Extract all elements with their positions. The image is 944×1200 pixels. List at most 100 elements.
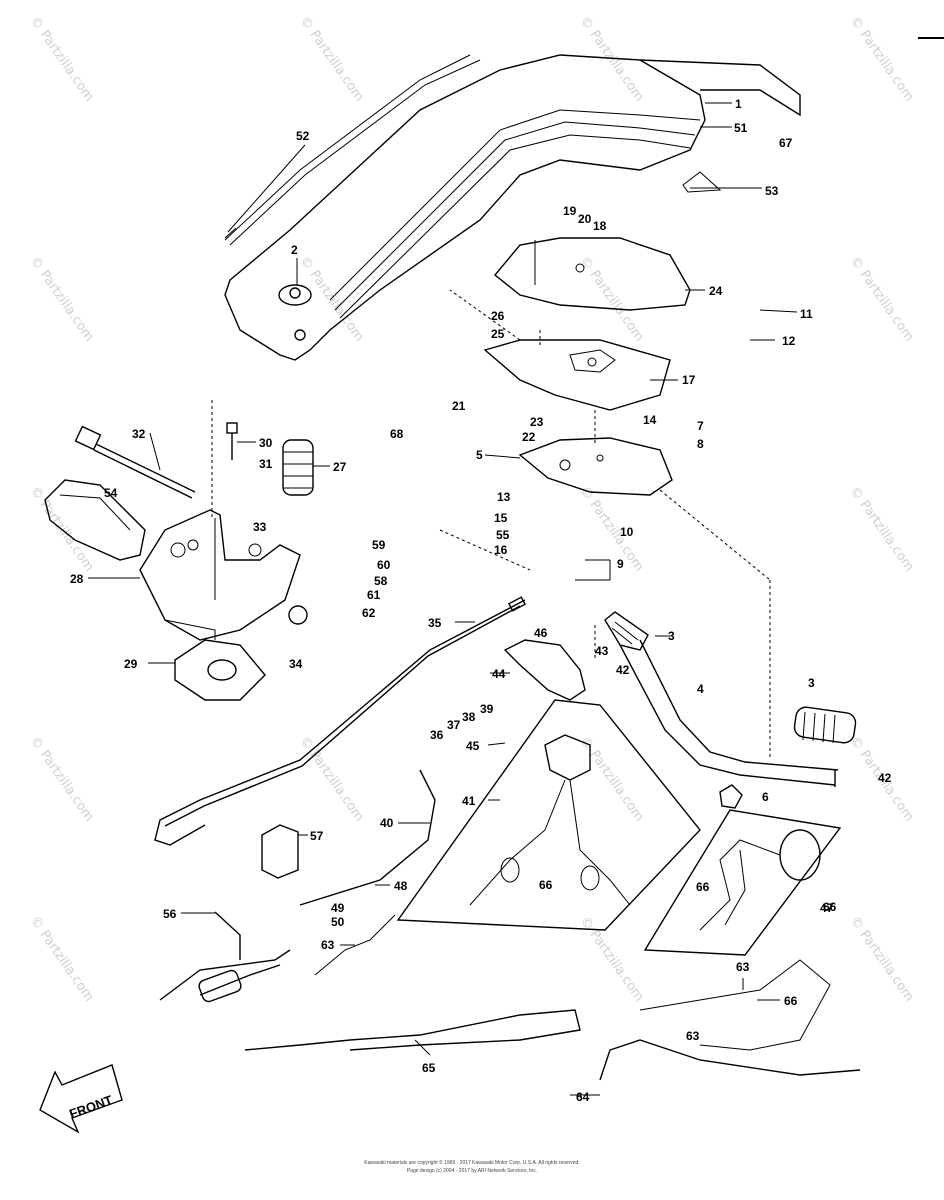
lever-44-drawing	[503, 639, 586, 701]
part-label: 42	[878, 771, 892, 785]
cable-56-drawing	[159, 911, 291, 1003]
part-label: 6	[762, 790, 769, 804]
part-label: 62	[362, 606, 376, 620]
switch-47-frame	[643, 809, 842, 956]
part-label: 17	[682, 373, 696, 387]
part-label: 60	[377, 558, 391, 572]
part-label: 66	[539, 878, 553, 892]
watermark-text: © Partzilla.com	[847, 914, 917, 1005]
watermark-text: © Partzilla.com	[27, 734, 97, 825]
part-label: 43	[595, 644, 609, 658]
watermark-text: © Partzilla.com	[577, 484, 647, 575]
part-number-labels: 1 2 3 3 4 5 6 7 8 9 10 11 12 13 14 15 16…	[70, 97, 892, 1104]
part-label: 54	[104, 486, 118, 500]
part-label: 59	[372, 538, 386, 552]
part-label: 64	[576, 1090, 590, 1104]
part-label: 13	[497, 490, 511, 504]
bellows-27-drawing	[282, 439, 314, 496]
part-label: 53	[765, 184, 779, 198]
watermark-text: © Partzilla.com	[297, 254, 367, 345]
part-label: 16	[494, 543, 508, 557]
part-label: 15	[494, 511, 508, 525]
part-label: 31	[259, 457, 273, 471]
part-label: 3	[808, 676, 815, 690]
watermark-layer: © Partzilla.com © Partzilla.com © Partzill…	[27, 14, 917, 1005]
switch-41-frame	[396, 699, 701, 931]
part-label: 7	[697, 419, 704, 433]
bolt-32-drawing	[74, 425, 196, 499]
part-label: 23	[530, 415, 544, 429]
part-label: 26	[491, 309, 505, 323]
plate-17-drawing	[483, 339, 671, 411]
part-label: 4	[697, 682, 704, 696]
part-label: 25	[491, 327, 505, 341]
part-label: 48	[394, 879, 408, 893]
part-label: 63	[686, 1029, 700, 1043]
watermark-text: © Partzilla.com	[297, 14, 367, 105]
part-label: 1	[735, 97, 742, 111]
harness-66-drawing	[639, 959, 831, 1051]
copyright-line-2: Page design (c) 2004 - 2017 by ARI Netwo…	[406, 1168, 538, 1174]
part-label: 46	[534, 626, 548, 640]
front-arrow-label: FRONT	[67, 1092, 114, 1121]
cable-35-drawing	[154, 596, 527, 846]
part-label: 35	[428, 616, 442, 630]
part-label: 37	[447, 718, 461, 732]
part-label: 30	[259, 436, 273, 450]
part-label: 22	[522, 430, 536, 444]
part-label: 42	[616, 663, 630, 677]
pad-54-drawing	[44, 479, 146, 561]
part-label: 41	[462, 794, 476, 808]
part-label: 66	[823, 900, 837, 914]
part-label: 56	[163, 907, 177, 921]
part-label: 9	[617, 557, 624, 571]
part-label: 34	[289, 657, 303, 671]
part-label: 66	[784, 994, 798, 1008]
watermark-text: © Partzilla.com	[577, 914, 647, 1005]
part-label: 45	[466, 739, 480, 753]
switch-47-drawing	[699, 829, 821, 931]
part-label: 39	[480, 702, 494, 716]
part-label: 52	[296, 129, 310, 143]
watermark-text: © Partzilla.com	[27, 254, 97, 345]
part-label: 10	[620, 525, 634, 539]
watermark-text: © Partzilla.com	[27, 14, 97, 105]
part-label: 11	[800, 307, 813, 321]
cable-40-drawing	[299, 769, 436, 906]
part-label: 49	[331, 901, 345, 915]
watermark-text: © Partzilla.com	[577, 254, 647, 345]
part-label: 44	[492, 667, 506, 681]
cable-65-drawing	[244, 1009, 581, 1051]
part-label: 55	[496, 528, 510, 542]
part-label: 51	[734, 121, 748, 135]
part-label: 27	[333, 460, 347, 474]
part-label: 3	[668, 629, 675, 643]
part-label: 24	[709, 284, 723, 298]
part-label: 47	[820, 901, 834, 915]
part-label: 58	[374, 574, 388, 588]
part-label: 61	[367, 588, 381, 602]
part-label: 32	[132, 427, 146, 441]
clamp-6-drawing	[719, 784, 743, 809]
part-label: 65	[422, 1061, 436, 1075]
watermark-text: © Partzilla.com	[847, 484, 917, 575]
part-label: 50	[331, 915, 345, 929]
pole-cover-drawing	[224, 54, 801, 361]
part-label: 2	[291, 243, 298, 257]
part-label: 66	[696, 880, 710, 894]
part-label: 67	[779, 136, 793, 150]
part-label: 20	[578, 212, 592, 226]
plate-5-drawing	[518, 437, 673, 496]
part-label: 63	[321, 938, 335, 952]
watermark-text: © Partzilla.com	[577, 734, 647, 825]
watermark-text: © Partzilla.com	[27, 914, 97, 1005]
watermark-text: © Partzilla.com	[847, 14, 917, 105]
part-label: 40	[380, 816, 394, 830]
part-label: 57	[310, 829, 324, 843]
base-29-drawing	[174, 639, 266, 701]
part-label: 63	[736, 960, 750, 974]
part-label: 14	[643, 413, 657, 427]
part-label: 19	[563, 204, 577, 218]
watermark-text: © Partzilla.com	[847, 254, 917, 345]
